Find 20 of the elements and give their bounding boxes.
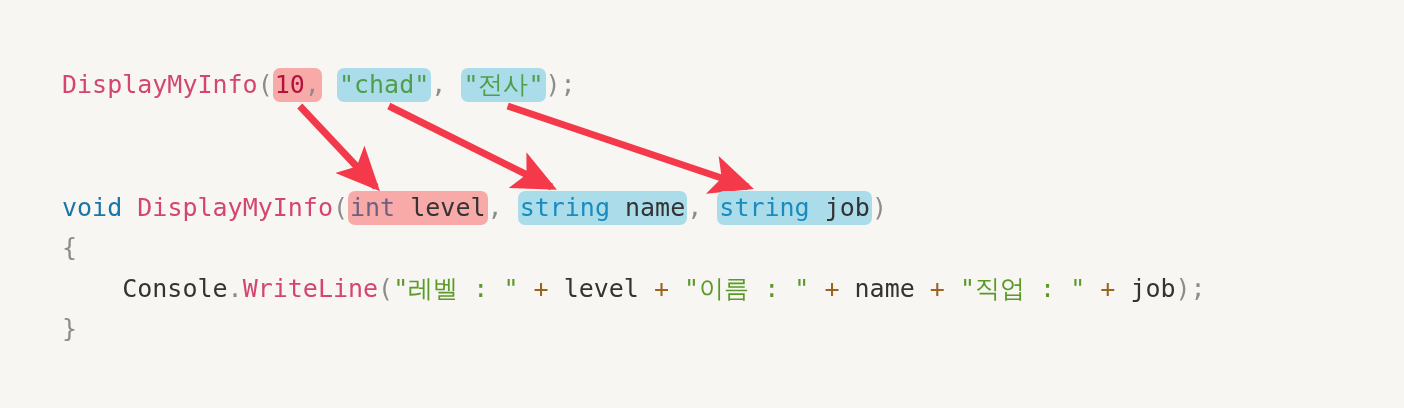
code-text: ) [871, 193, 887, 222]
code-text: DisplayMyInfo( [137, 193, 348, 222]
code-text: DisplayMyInfo( [62, 70, 273, 99]
code-text: { [62, 233, 78, 262]
code-text: ); [545, 70, 576, 99]
code-text: , [487, 193, 503, 222]
argument-highlight: "chad" [336, 68, 432, 102]
arrow [387, 102, 557, 191]
code-text: void [62, 193, 123, 222]
argument-highlight: 10, [272, 68, 322, 102]
parameter-highlight: string name [517, 191, 688, 225]
parameter-highlight: int level [348, 191, 488, 225]
code-text: Console.WriteLine("레벨 : " + level + "이름 : " + name + "직업 : " + job); [122, 274, 1206, 303]
argument-highlight: "전사" [461, 68, 546, 102]
arrow [297, 103, 380, 192]
code-text: } [62, 314, 78, 343]
code-text: , [431, 70, 447, 99]
arrow [506, 102, 754, 194]
code-text: , [687, 193, 703, 222]
parameter-highlight: string job [717, 191, 872, 225]
